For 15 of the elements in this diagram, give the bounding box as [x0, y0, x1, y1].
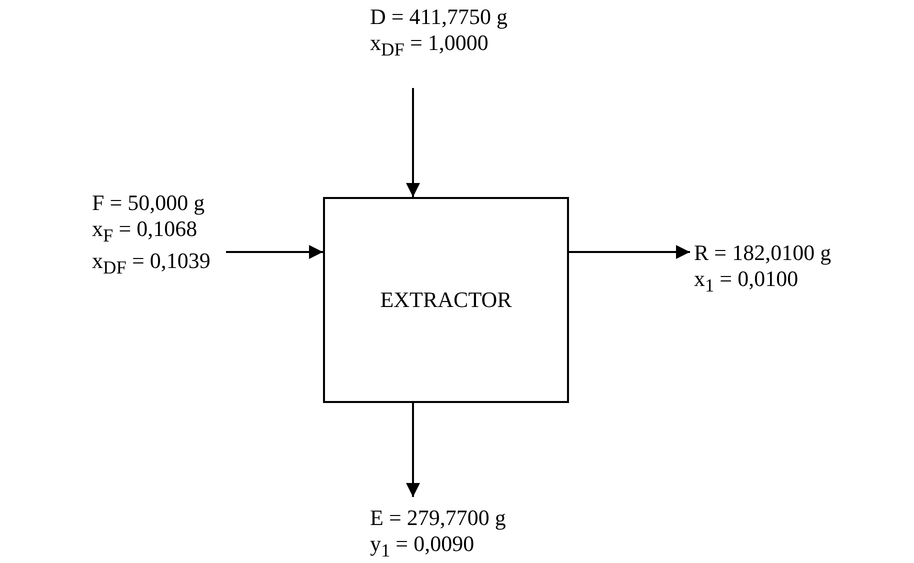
arrow [226, 245, 323, 259]
stream-value: E = 279,7700 g [370, 505, 507, 531]
arrow [569, 245, 690, 259]
stream-value: x$_{DF}$ = 1,0000 [370, 30, 490, 62]
box-label: EXTRACTOR [380, 287, 512, 313]
arrow [406, 88, 420, 197]
stream-value: y$_{1}$ = 0,0090 [370, 531, 476, 562]
stream-value: x$_{1}$ = 0,0100 [694, 266, 800, 298]
process-box [323, 197, 569, 403]
stream-value: R = 182,0100 g [694, 240, 832, 266]
arrow [406, 403, 420, 497]
stream-value: x$_{DF}$ = 0,1039 [92, 248, 212, 280]
stream-value: x$_{F}$ = 0,1068 [92, 216, 198, 248]
stream-value: F = 50,000 g [92, 190, 206, 216]
stream-value: D = 411,7750 g [370, 4, 508, 30]
